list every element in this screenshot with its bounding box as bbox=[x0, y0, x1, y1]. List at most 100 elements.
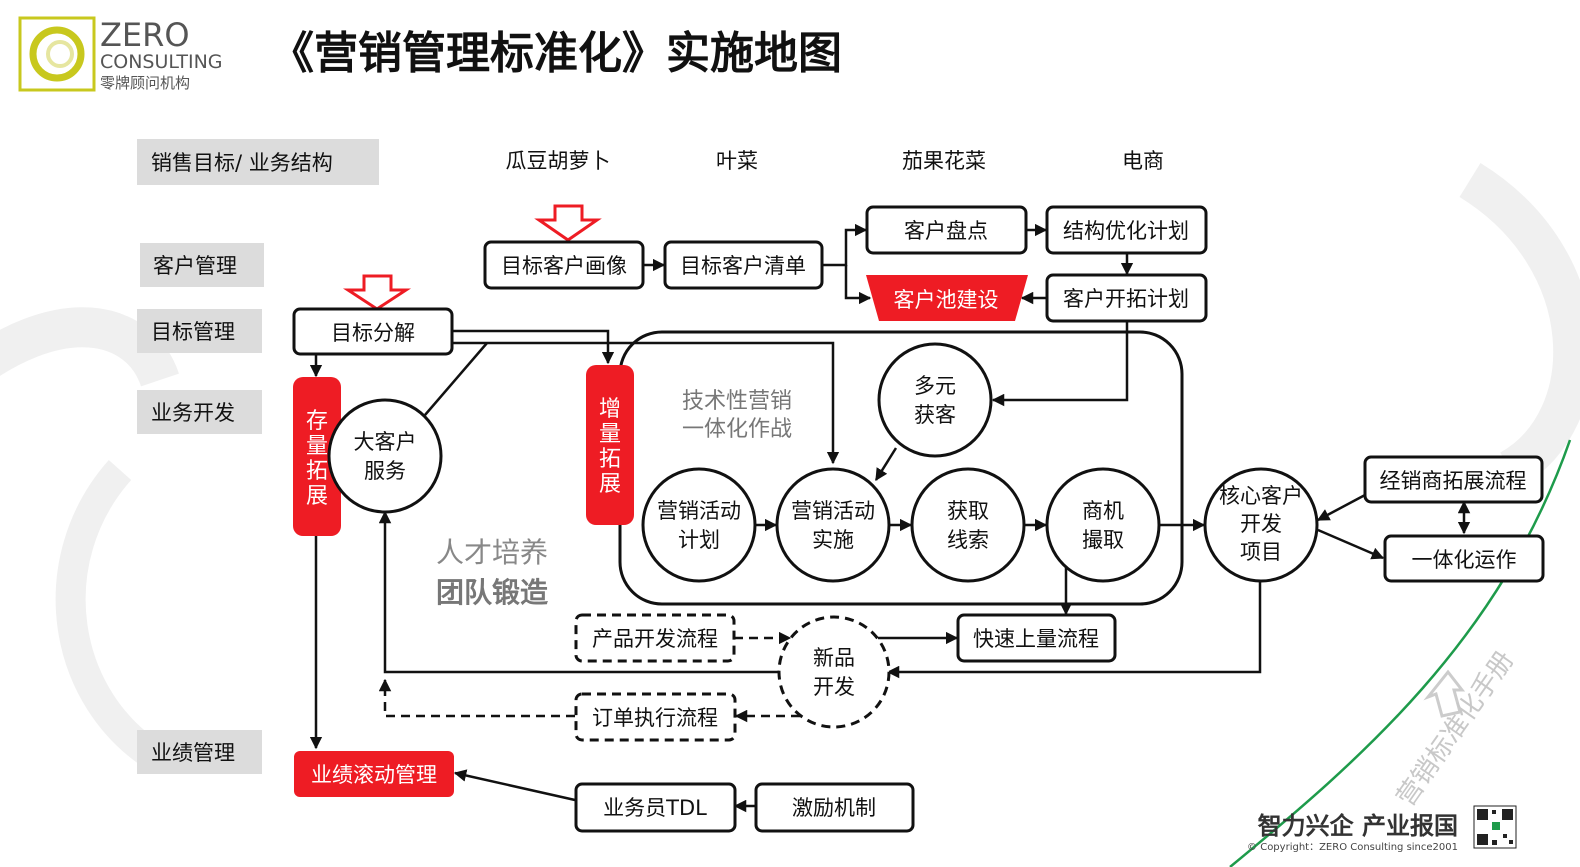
svg-text:客户池建设: 客户池建设 bbox=[894, 288, 999, 312]
down-arrow-icon bbox=[1423, 669, 1466, 718]
node-perf-rolling: 业绩滚动管理 bbox=[294, 751, 454, 797]
node-incentive: 激励机制 bbox=[754, 782, 915, 833]
svg-text:结构优化计划: 结构优化计划 bbox=[1063, 219, 1189, 243]
svg-text:商机: 商机 bbox=[1082, 499, 1124, 523]
node-order-exec: 订单执行流程 bbox=[574, 692, 737, 742]
node-multi-acquire: 多元 获客 bbox=[877, 342, 993, 458]
category-2: 茄果花菜 bbox=[902, 149, 986, 173]
svg-text:核心客户: 核心客户 bbox=[1219, 484, 1303, 508]
rect-nodes: 目标客户画像 目标客户清单 客户盘点 结构优化计划 客户池建设 客户开拓计划 目… bbox=[292, 205, 1545, 833]
svg-text:线索: 线索 bbox=[947, 528, 989, 552]
node-structure-plan: 结构优化计划 bbox=[1045, 205, 1208, 255]
label-perf-mgmt: 业绩管理 bbox=[151, 741, 235, 765]
node-salesman-tdl: 业务员TDL bbox=[574, 782, 737, 833]
down-arrow-icon bbox=[342, 274, 412, 311]
svg-text:计划: 计划 bbox=[678, 528, 720, 552]
category-headers: 瓜豆胡萝卜 叶菜 茄果花菜 电商 bbox=[506, 149, 1165, 173]
node-activity-plan: 营销活动 计划 bbox=[641, 467, 757, 583]
down-arrow-icon bbox=[534, 204, 602, 242]
team-text: 团队锻造 bbox=[436, 576, 548, 609]
zero-consulting-logo: ZERO CONSULTING 零牌顾问机构 bbox=[18, 16, 223, 92]
svg-text:快速上量流程: 快速上量流程 bbox=[973, 627, 1099, 651]
svg-text:大客户: 大客户 bbox=[354, 430, 417, 454]
svg-text:目标客户清单: 目标客户清单 bbox=[680, 254, 806, 278]
circle-nodes: 大客户 服务 多元 获客 营销活动 计划 营销活动 实施 获取 线索 商机 撮取 bbox=[327, 342, 1319, 729]
watermark-text: 营销标准化手册 bbox=[1391, 646, 1520, 812]
svg-text:客户盘点: 客户盘点 bbox=[904, 219, 988, 243]
svg-text:客户开拓计划: 客户开拓计划 bbox=[1063, 287, 1189, 311]
svg-text:增: 增 bbox=[599, 397, 621, 422]
node-key-account: 大客户 服务 bbox=[327, 398, 443, 514]
svg-text:目标客户画像: 目标客户画像 bbox=[501, 254, 627, 278]
category-3: 电商 bbox=[1122, 149, 1164, 173]
svg-text:量: 量 bbox=[306, 434, 328, 459]
svg-text:获取: 获取 bbox=[947, 499, 989, 523]
label-biz-dev: 业务开发 bbox=[151, 401, 235, 425]
node-activity-exec: 营销活动 实施 bbox=[775, 467, 891, 583]
node-pool-build: 客户池建设 bbox=[866, 275, 1028, 321]
svg-text:产品开发流程: 产品开发流程 bbox=[592, 627, 718, 651]
svg-text:开发: 开发 bbox=[813, 675, 855, 699]
svg-text:存: 存 bbox=[306, 409, 328, 434]
brand-name-line2: CONSULTING bbox=[100, 51, 223, 73]
brand-name-cn: 零牌顾问机构 bbox=[100, 74, 190, 92]
svg-text:一体化运作: 一体化运作 bbox=[1412, 548, 1517, 572]
page-title: 《营销管理标准化》实施地图 bbox=[270, 28, 842, 79]
svg-text:拓: 拓 bbox=[306, 459, 328, 484]
brand-name-line1: ZERO bbox=[100, 16, 190, 54]
talent-text: 人才培养 bbox=[436, 536, 548, 569]
row-labels: 销售目标/ 业务结构 客户管理 目标管理 业务开发 业绩管理 bbox=[137, 139, 379, 774]
svg-text:订单执行流程: 订单执行流程 bbox=[592, 706, 718, 730]
node-stock-expand: 存 量 拓 展 bbox=[293, 377, 341, 536]
node-target-decompose: 目标分解 bbox=[292, 307, 454, 356]
qr-code-icon bbox=[1473, 805, 1517, 849]
svg-text:激励机制: 激励机制 bbox=[792, 796, 876, 820]
node-target-list: 目标客户清单 bbox=[663, 240, 824, 290]
connectors bbox=[309, 223, 1471, 813]
node-get-leads: 获取 线索 bbox=[910, 467, 1026, 583]
node-expansion-plan: 客户开拓计划 bbox=[1045, 273, 1208, 323]
category-1: 叶菜 bbox=[716, 149, 758, 173]
svg-text:量: 量 bbox=[599, 422, 621, 447]
node-capture-deal: 商机 撮取 bbox=[1045, 467, 1161, 583]
label-target-mgmt: 目标管理 bbox=[151, 320, 235, 344]
svg-text:项目: 项目 bbox=[1240, 540, 1282, 564]
vertical-red-bars: 存 量 拓 展 增 量 拓 展 bbox=[293, 365, 634, 536]
tech-marketing-line2: 一体化作战 bbox=[682, 417, 792, 442]
node-product-dev: 产品开发流程 bbox=[574, 613, 736, 663]
category-0: 瓜豆胡萝卜 bbox=[506, 149, 611, 173]
node-increment-expand: 增 量 拓 展 bbox=[586, 365, 634, 525]
node-target-profile: 目标客户画像 bbox=[483, 240, 645, 290]
node-integrated-ops: 一体化运作 bbox=[1383, 534, 1545, 583]
background-decoration bbox=[0, 162, 1580, 867]
svg-text:业绩滚动管理: 业绩滚动管理 bbox=[311, 763, 437, 787]
label-sales-target: 销售目标/ 业务结构 bbox=[151, 151, 333, 175]
svg-text:新品: 新品 bbox=[813, 646, 855, 670]
footer-slogan: 智力兴企 产业报国 bbox=[1258, 812, 1458, 840]
svg-text:拓: 拓 bbox=[599, 447, 621, 472]
svg-text:经销商拓展流程: 经销商拓展流程 bbox=[1380, 469, 1527, 493]
watermark: 营销标准化手册 bbox=[1391, 646, 1520, 812]
svg-text:多元: 多元 bbox=[914, 374, 956, 398]
free-text: 技术性营销 一体化作战 人才培养 团队锻造 bbox=[436, 389, 792, 609]
svg-text:营销活动: 营销活动 bbox=[791, 499, 875, 523]
svg-text:营销活动: 营销活动 bbox=[657, 499, 741, 523]
node-quick-ramp: 快速上量流程 bbox=[956, 613, 1117, 663]
svg-text:展: 展 bbox=[306, 484, 328, 509]
node-core-project: 核心客户 开发 项目 bbox=[1203, 467, 1319, 583]
dashed-connectors bbox=[378, 631, 800, 723]
footer-copyright: © Copyright：ZERO Consulting since2001 bbox=[1247, 842, 1458, 853]
footer: 智力兴企 产业报国 © Copyright：ZERO Consulting si… bbox=[1247, 805, 1517, 853]
svg-text:开发: 开发 bbox=[1240, 512, 1282, 536]
node-new-product: 新品 开发 bbox=[777, 615, 891, 729]
highlight-arrows bbox=[342, 204, 602, 311]
svg-text:服务: 服务 bbox=[364, 459, 406, 483]
node-dealer-process: 经销商拓展流程 bbox=[1363, 455, 1544, 504]
node-inventory: 客户盘点 bbox=[865, 205, 1028, 255]
svg-text:实施: 实施 bbox=[812, 528, 854, 552]
svg-text:获客: 获客 bbox=[914, 403, 956, 427]
tech-marketing-line1: 技术性营销 bbox=[682, 389, 792, 414]
svg-text:撮取: 撮取 bbox=[1082, 528, 1124, 552]
svg-text:业务员TDL: 业务员TDL bbox=[603, 796, 707, 820]
